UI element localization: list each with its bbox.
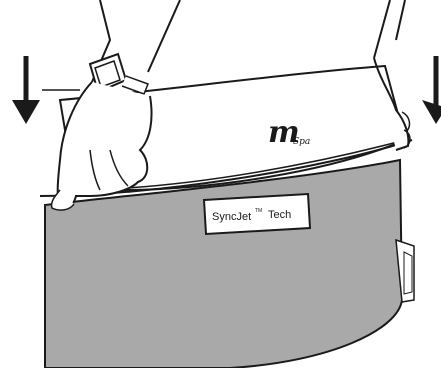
svg-text:Tech: Tech: [268, 209, 291, 221]
svg-text:SyncJet: SyncJet: [212, 211, 251, 223]
syncjet-tag: SyncJet TM Tech: [204, 194, 310, 234]
svg-text:Spa: Spa: [293, 137, 310, 147]
down-arrow-icon: [12, 56, 40, 124]
down-arrow-icon: [422, 56, 441, 124]
svg-text:TM: TM: [255, 208, 262, 214]
